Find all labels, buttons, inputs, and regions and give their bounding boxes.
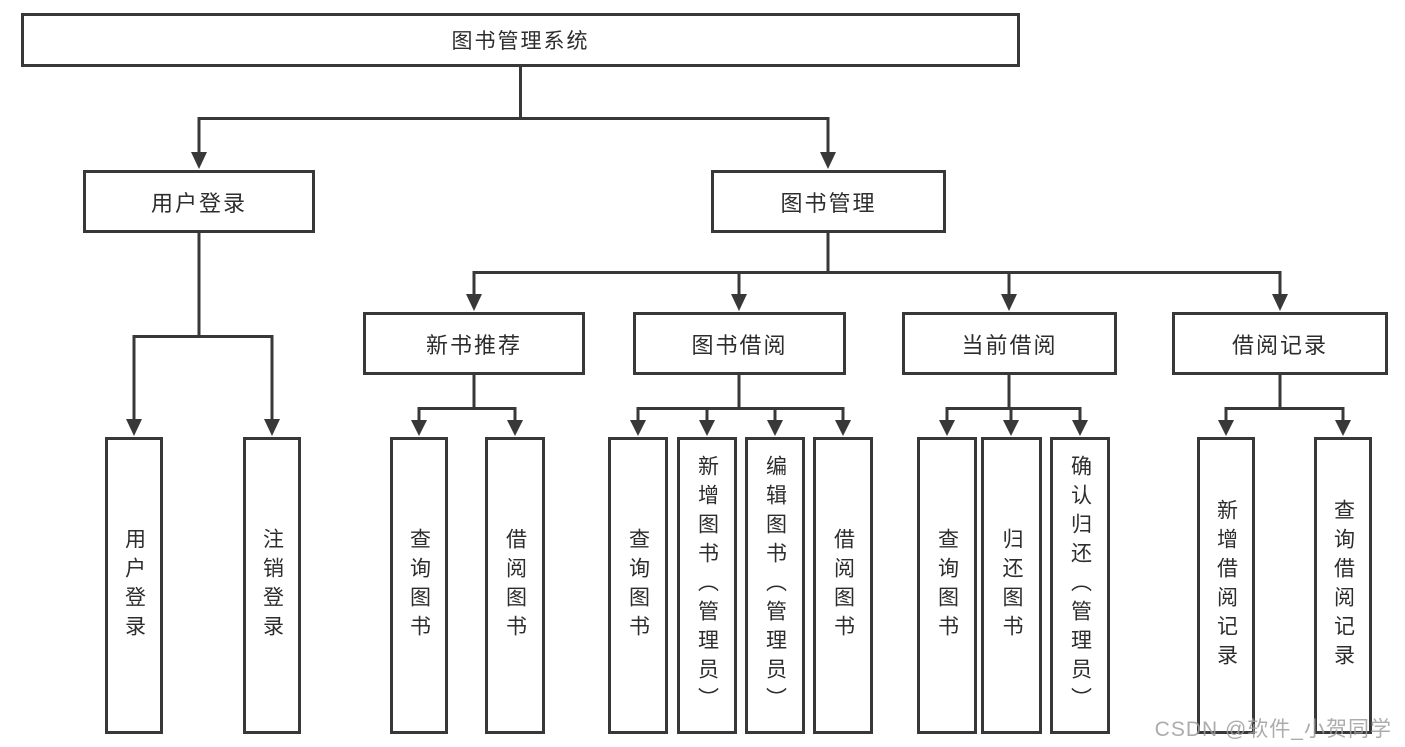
leaf-logout-label: 注销登录 xyxy=(260,527,284,644)
leaf-borrow-books: 借阅图书 xyxy=(813,437,873,734)
leaf-query-borrow-record: 查询借阅记录 xyxy=(1314,437,1372,734)
leaf-recommend-borrow-books: 借阅图书 xyxy=(485,437,545,734)
leaf-user-login: 用户登录 xyxy=(105,437,163,734)
node-borrow-records: 借阅记录 xyxy=(1172,312,1388,375)
leaf-confirm-return-admin: 确认归还︵管理员︶ xyxy=(1050,437,1110,734)
leaf-add-books-admin: 新增图书︵管理员︶ xyxy=(677,437,737,734)
leaf-return-books: 归还图书 xyxy=(981,437,1042,734)
leaf-current-query-books: 查询图书 xyxy=(917,437,977,734)
node-book-management-label: 图书管理 xyxy=(780,190,877,216)
leaf-logout: 注销登录 xyxy=(243,437,301,734)
leaf-recommend-query-books: 查询图书 xyxy=(390,437,448,734)
leaf-add-books-admin-label: 新增图书︵管理员︶ xyxy=(695,455,719,716)
node-new-book-recommend: 新书推荐 xyxy=(363,312,585,375)
node-book-management: 图书管理 xyxy=(711,170,946,233)
leaf-user-login-label: 用户登录 xyxy=(122,527,146,644)
node-user-login: 用户登录 xyxy=(83,170,315,233)
node-root-label: 图书管理系统 xyxy=(451,30,590,53)
node-user-login-label: 用户登录 xyxy=(150,190,247,216)
leaf-recommend-borrow-books-label: 借阅图书 xyxy=(503,527,527,644)
node-book-borrow-label: 图书借阅 xyxy=(691,332,788,358)
node-book-borrow: 图书借阅 xyxy=(633,312,846,375)
leaf-borrow-query-books-label: 查询图书 xyxy=(626,527,650,644)
node-borrow-records-label: 借阅记录 xyxy=(1231,332,1328,358)
node-root-system: 图书管理系统 xyxy=(21,13,1020,67)
leaf-confirm-return-admin-label: 确认归还︵管理员︶ xyxy=(1068,455,1092,716)
leaf-borrow-books-label: 借阅图书 xyxy=(831,527,855,644)
leaf-add-borrow-record: 新增借阅记录 xyxy=(1197,437,1255,734)
node-new-book-recommend-label: 新书推荐 xyxy=(425,332,522,358)
node-current-borrow-label: 当前借阅 xyxy=(961,332,1058,358)
leaf-query-borrow-record-label: 查询借阅记录 xyxy=(1331,498,1355,673)
leaf-edit-books-admin-label: 编辑图书︵管理员︶ xyxy=(763,455,787,716)
leaf-add-borrow-record-label: 新增借阅记录 xyxy=(1214,498,1238,673)
leaf-recommend-query-books-label: 查询图书 xyxy=(407,527,431,644)
leaf-current-query-books-label: 查询图书 xyxy=(935,527,959,644)
leaf-borrow-query-books: 查询图书 xyxy=(608,437,668,734)
leaf-edit-books-admin: 编辑图书︵管理员︶ xyxy=(745,437,805,734)
csdn-watermark: CSDN @软件_小贺同学 xyxy=(1154,718,1392,741)
leaf-return-books-label: 归还图书 xyxy=(1000,527,1023,644)
node-current-borrow: 当前借阅 xyxy=(902,312,1117,375)
